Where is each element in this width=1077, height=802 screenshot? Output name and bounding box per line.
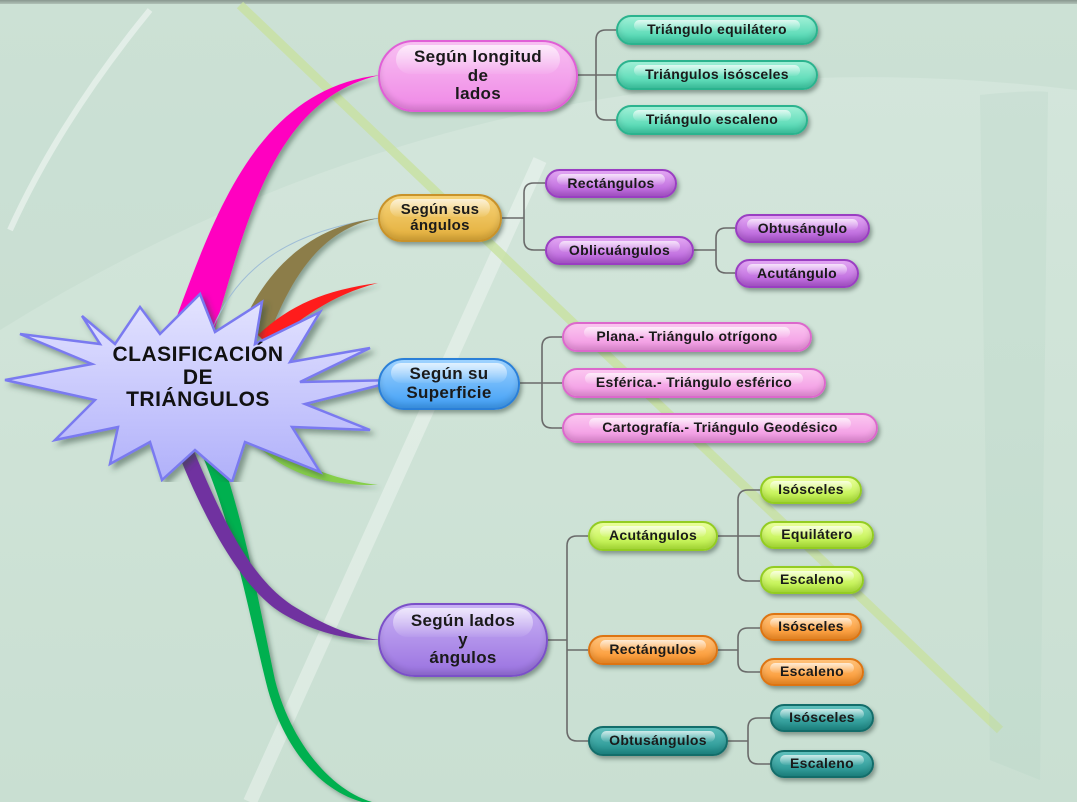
node-triangulo-equilatero[interactable]: Triángulo equilátero [616, 15, 818, 45]
node-label: Según sus ángulos [400, 200, 480, 234]
node-obtusangulos[interactable]: Obtusángulos [588, 726, 728, 756]
branch-green [200, 440, 372, 802]
node-label: Según lados y ángulos [410, 610, 516, 668]
node-label: Escaleno [790, 755, 854, 772]
node-label: Acutángulos [608, 527, 698, 544]
node-label: Rectángulos [609, 641, 697, 658]
node-label: Oblicuángulos [568, 241, 671, 258]
node-label: Cartografía.- Triángulo Geodésico [602, 419, 838, 436]
node-rect-escaleno[interactable]: Escaleno [760, 658, 864, 686]
branch-lados-angulos [175, 430, 380, 640]
node-label: Rectángulos [567, 174, 655, 191]
node-acut-equilatero[interactable]: Equilátero [760, 521, 874, 549]
node-label: Plana.- Triángulo otrígono [596, 328, 778, 345]
bg-streak-white [7, 8, 153, 232]
node-label: Escaleno [780, 663, 844, 680]
connector-lados-angulos [548, 535, 588, 742]
node-plana[interactable]: Plana.- Triángulo otrígono [562, 322, 812, 352]
node-label: Acutángulo [757, 264, 837, 281]
bg-streak-white-2 [243, 157, 547, 802]
node-segun-su-superficie[interactable]: Según su Superficie [378, 358, 520, 410]
connector-angulos [502, 182, 545, 251]
node-triangulos-isosceles[interactable]: Triángulos isósceles [616, 60, 818, 90]
node-acutangulos[interactable]: Acutángulos [588, 521, 718, 551]
connector-obtusangulos [728, 717, 770, 765]
node-cartografia[interactable]: Cartografía.- Triángulo Geodésico [562, 413, 878, 443]
node-label: Según su Superficie [406, 364, 492, 402]
node-acut-isosceles[interactable]: Isósceles [760, 476, 862, 504]
node-label: Equilátero [781, 526, 853, 543]
node-label: Isósceles [778, 481, 844, 498]
node-label: Isósceles [789, 709, 855, 726]
node-label: Esférica.- Triángulo esférico [595, 374, 793, 391]
node-rectangulos[interactable]: Rectángulos [545, 169, 677, 198]
branch-angulos [240, 218, 380, 338]
node-label: Triángulos isósceles [645, 66, 789, 83]
node-label: Obtusángulo [757, 219, 848, 236]
node-segun-sus-angulos[interactable]: Según sus ángulos [378, 194, 502, 242]
connector-oblicuangulos [694, 227, 735, 274]
node-acut-escaleno[interactable]: Escaleno [760, 566, 864, 594]
connector-rectangulos [718, 627, 760, 673]
node-oblicuangulos[interactable]: Oblicuángulos [545, 236, 694, 265]
node-rectangulos-2[interactable]: Rectángulos [588, 635, 718, 665]
branch-longitud [168, 75, 380, 345]
node-label: Obtusángulos [609, 732, 707, 749]
top-border [0, 0, 1077, 4]
node-acutangulo[interactable]: Acutángulo [735, 259, 859, 288]
connector-longitud [578, 29, 616, 121]
center-title[interactable]: CLASIFICACIÓN DE TRIÁNGULOS [112, 343, 284, 412]
node-esferica[interactable]: Esférica.- Triángulo esférico [562, 368, 826, 398]
node-label: Escaleno [780, 571, 844, 588]
node-label: Isósceles [778, 618, 844, 635]
node-segun-longitud-de-lados[interactable]: Según longitud de lados [378, 40, 578, 112]
node-label: Triángulo escaleno [645, 111, 779, 128]
center-starburst [4, 291, 400, 482]
connector-acutangulos [718, 489, 760, 582]
node-segun-lados-y-angulos[interactable]: Según lados y ángulos [378, 603, 548, 677]
node-rect-isosceles[interactable]: Isósceles [760, 613, 862, 641]
starburst-shape [4, 291, 400, 482]
node-obt-isosceles[interactable]: Isósceles [770, 704, 874, 732]
node-label: Según longitud de lados [414, 46, 542, 104]
node-triangulo-escaleno[interactable]: Triángulo escaleno [616, 105, 808, 135]
node-label: Triángulo equilátero [647, 21, 787, 38]
node-obt-escaleno[interactable]: Escaleno [770, 750, 874, 778]
node-obtusangulo[interactable]: Obtusángulo [735, 214, 870, 243]
bg-panel [980, 91, 1048, 780]
bg-arc [0, 0, 1077, 330]
connector-superficie [520, 336, 562, 429]
